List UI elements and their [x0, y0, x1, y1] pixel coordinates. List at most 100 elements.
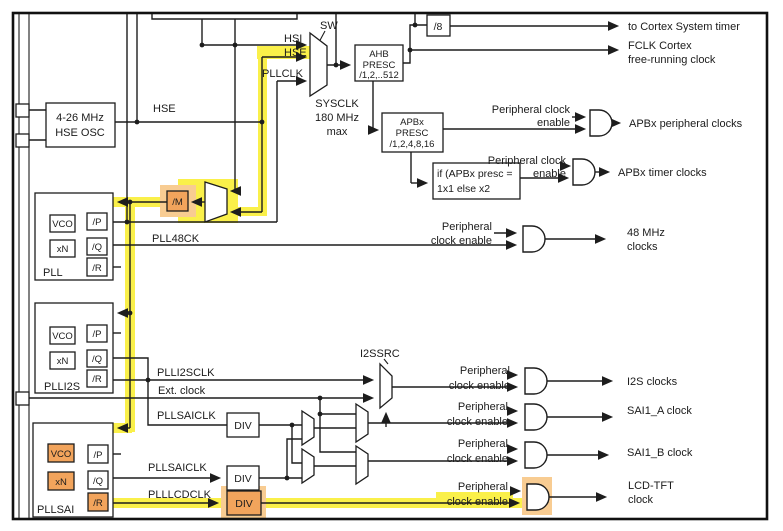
plli2sclk-label: PLLI2SCLK — [157, 367, 215, 379]
pllsaiclk1-label: PLLSAICLK — [157, 410, 216, 422]
en5-l2: clock enable — [447, 416, 508, 428]
ahb-l3: /1,2,..512 — [359, 70, 399, 81]
en1-l1: Peripheral clock — [492, 104, 571, 116]
pll-xn: xN — [57, 244, 69, 255]
pll48ck-label: PLL48CK — [152, 233, 200, 245]
plli2s-block: VCO xN /P /Q /R PLLI2S — [34, 302, 114, 394]
en7-l1: Peripheral — [458, 481, 508, 493]
plli2s-vco: VCO — [52, 331, 73, 342]
divm-label: /M — [172, 197, 183, 208]
plli2s-xn: xN — [57, 356, 69, 367]
hse-osc-name: HSE OSC — [55, 127, 105, 139]
apbx-l1: APBx — [400, 117, 424, 128]
div3-label: DIV — [235, 498, 253, 510]
out-sai1b: SAI1_B clock — [627, 447, 693, 459]
plli2s-r: /R — [92, 374, 102, 385]
apbx-timer-mult-block: if (APBx presc = 1x1 else x2 — [432, 162, 521, 200]
osc-out-pad — [15, 103, 30, 118]
apbx-periph-gate — [589, 109, 613, 137]
hse-osc-range: 4-26 MHz — [56, 112, 104, 124]
clock-enable-gates — [522, 109, 613, 511]
out-apbx-periph: APBx peripheral clocks — [629, 118, 743, 130]
div-blocks: DIV DIV DIV — [226, 412, 262, 516]
pll-source-mux — [204, 181, 228, 223]
i2ssrc-label: I2SSRC — [360, 348, 400, 360]
div2-label: DIV — [234, 473, 252, 485]
out-sai1a: SAI1_A clock — [627, 405, 692, 417]
out-48mhz-l1: 48 MHz — [627, 227, 665, 239]
en6-l1: Peripheral — [458, 438, 508, 450]
pll-r: /R — [92, 263, 102, 274]
out-48mhz-l2: clocks — [627, 241, 658, 253]
osc-in-pad — [15, 133, 30, 148]
en2-l2: enable — [533, 168, 566, 180]
en6-l2: clock enable — [447, 453, 508, 465]
ext-clock-label: Ext. clock — [158, 385, 206, 397]
apbx-l3: /1,2,4,8,16 — [390, 139, 435, 150]
enable-labels: Peripheral clock enable Peripheral clock… — [431, 104, 571, 508]
div1-label: DIV — [234, 420, 252, 432]
apbx-mult-l1: if (APBx presc = — [437, 168, 513, 180]
out-systick: to Cortex System timer — [628, 21, 740, 33]
apbx-timer-gate — [572, 158, 596, 186]
i2ssrc-mux — [379, 362, 393, 410]
en2-l1: Peripheral clock — [488, 155, 567, 167]
pllsai-vco: VCO — [51, 449, 72, 460]
ahb-prescaler-block: AHB PRESC /1,2,..512 — [354, 44, 404, 82]
apbx-l2: PRESC — [396, 128, 429, 139]
sysclk-l1: SYSCLK — [315, 98, 359, 110]
pllsai-q: /Q — [93, 476, 103, 487]
en1-l2: enable — [537, 117, 570, 129]
ahb-l1: AHB — [369, 49, 389, 60]
apbx-mult-l2: 1x1 else x2 — [437, 183, 490, 195]
hsi-label: HSI — [284, 33, 302, 45]
sysclk-l2: 180 MHz — [315, 112, 359, 124]
lcd-tft-gate — [526, 483, 550, 511]
en5-l1: Peripheral — [458, 401, 508, 413]
pllsai-xn: xN — [55, 477, 67, 488]
pll-name: PLL — [43, 267, 63, 279]
diagram-frame — [11, 11, 769, 521]
plli2s-q: /Q — [92, 354, 102, 365]
signal-labels: HSE HSI HSE PLLCLK SYSCLK 180 MHz max PL… — [148, 33, 400, 501]
hse-osc-block: 4-26 MHz HSE OSC — [45, 102, 116, 148]
pll-vco: VCO — [52, 219, 73, 230]
out-apbx-timer: APBx timer clocks — [618, 167, 707, 179]
junction-dots — [124, 22, 418, 481]
pllsai-block: VCO xN /P /Q /R PLLSAI — [32, 422, 114, 518]
pllsai-name: PLLSAI — [37, 504, 74, 516]
i2s-gate — [524, 367, 548, 395]
pllsai-r: /R — [93, 498, 103, 509]
sai-mux-network — [301, 402, 369, 486]
pllclk-label: PLLCLK — [262, 68, 304, 80]
ext-clock-pad — [15, 391, 30, 406]
pll-p: /P — [93, 217, 102, 228]
pllsai-p: /P — [94, 450, 103, 461]
hse-line-label: HSE — [153, 103, 176, 115]
div8-block: /8 — [426, 14, 451, 37]
sai1b-gate — [524, 441, 548, 469]
en3-l1: Peripheral — [442, 221, 492, 233]
out-i2s: I2S clocks — [627, 376, 678, 388]
plli2s-name: PLLI2S — [44, 381, 80, 393]
sysclk-l3: max — [327, 126, 348, 138]
plllcdclk-label: PLLLCDCLK — [148, 489, 212, 501]
en4-l1: Peripheral — [460, 365, 510, 377]
div8-label: /8 — [434, 21, 443, 33]
pll-m-divider: /M — [166, 190, 189, 212]
en3-l2: clock enable — [431, 235, 492, 247]
output-labels: to Cortex System timer FCLK Cortex free-… — [618, 21, 743, 506]
plli2s-p: /P — [93, 329, 102, 340]
pll-block: VCO xN /P /Q /R PLL — [34, 192, 114, 281]
hse-mux-label: HSE — [284, 47, 307, 59]
out-fclk-l1: FCLK Cortex — [628, 40, 692, 52]
sw-label: SW — [320, 20, 338, 32]
48mhz-gate — [522, 225, 546, 253]
apbx-prescaler-block: APBx PRESC /1,2,4,8,16 — [381, 112, 444, 153]
out-fclk-l2: free-running clock — [628, 54, 716, 66]
en4-l2: clock enable — [449, 380, 510, 392]
out-lcd-l1: LCD-TFT — [628, 480, 674, 492]
en7-l2: clock enable — [447, 496, 508, 508]
